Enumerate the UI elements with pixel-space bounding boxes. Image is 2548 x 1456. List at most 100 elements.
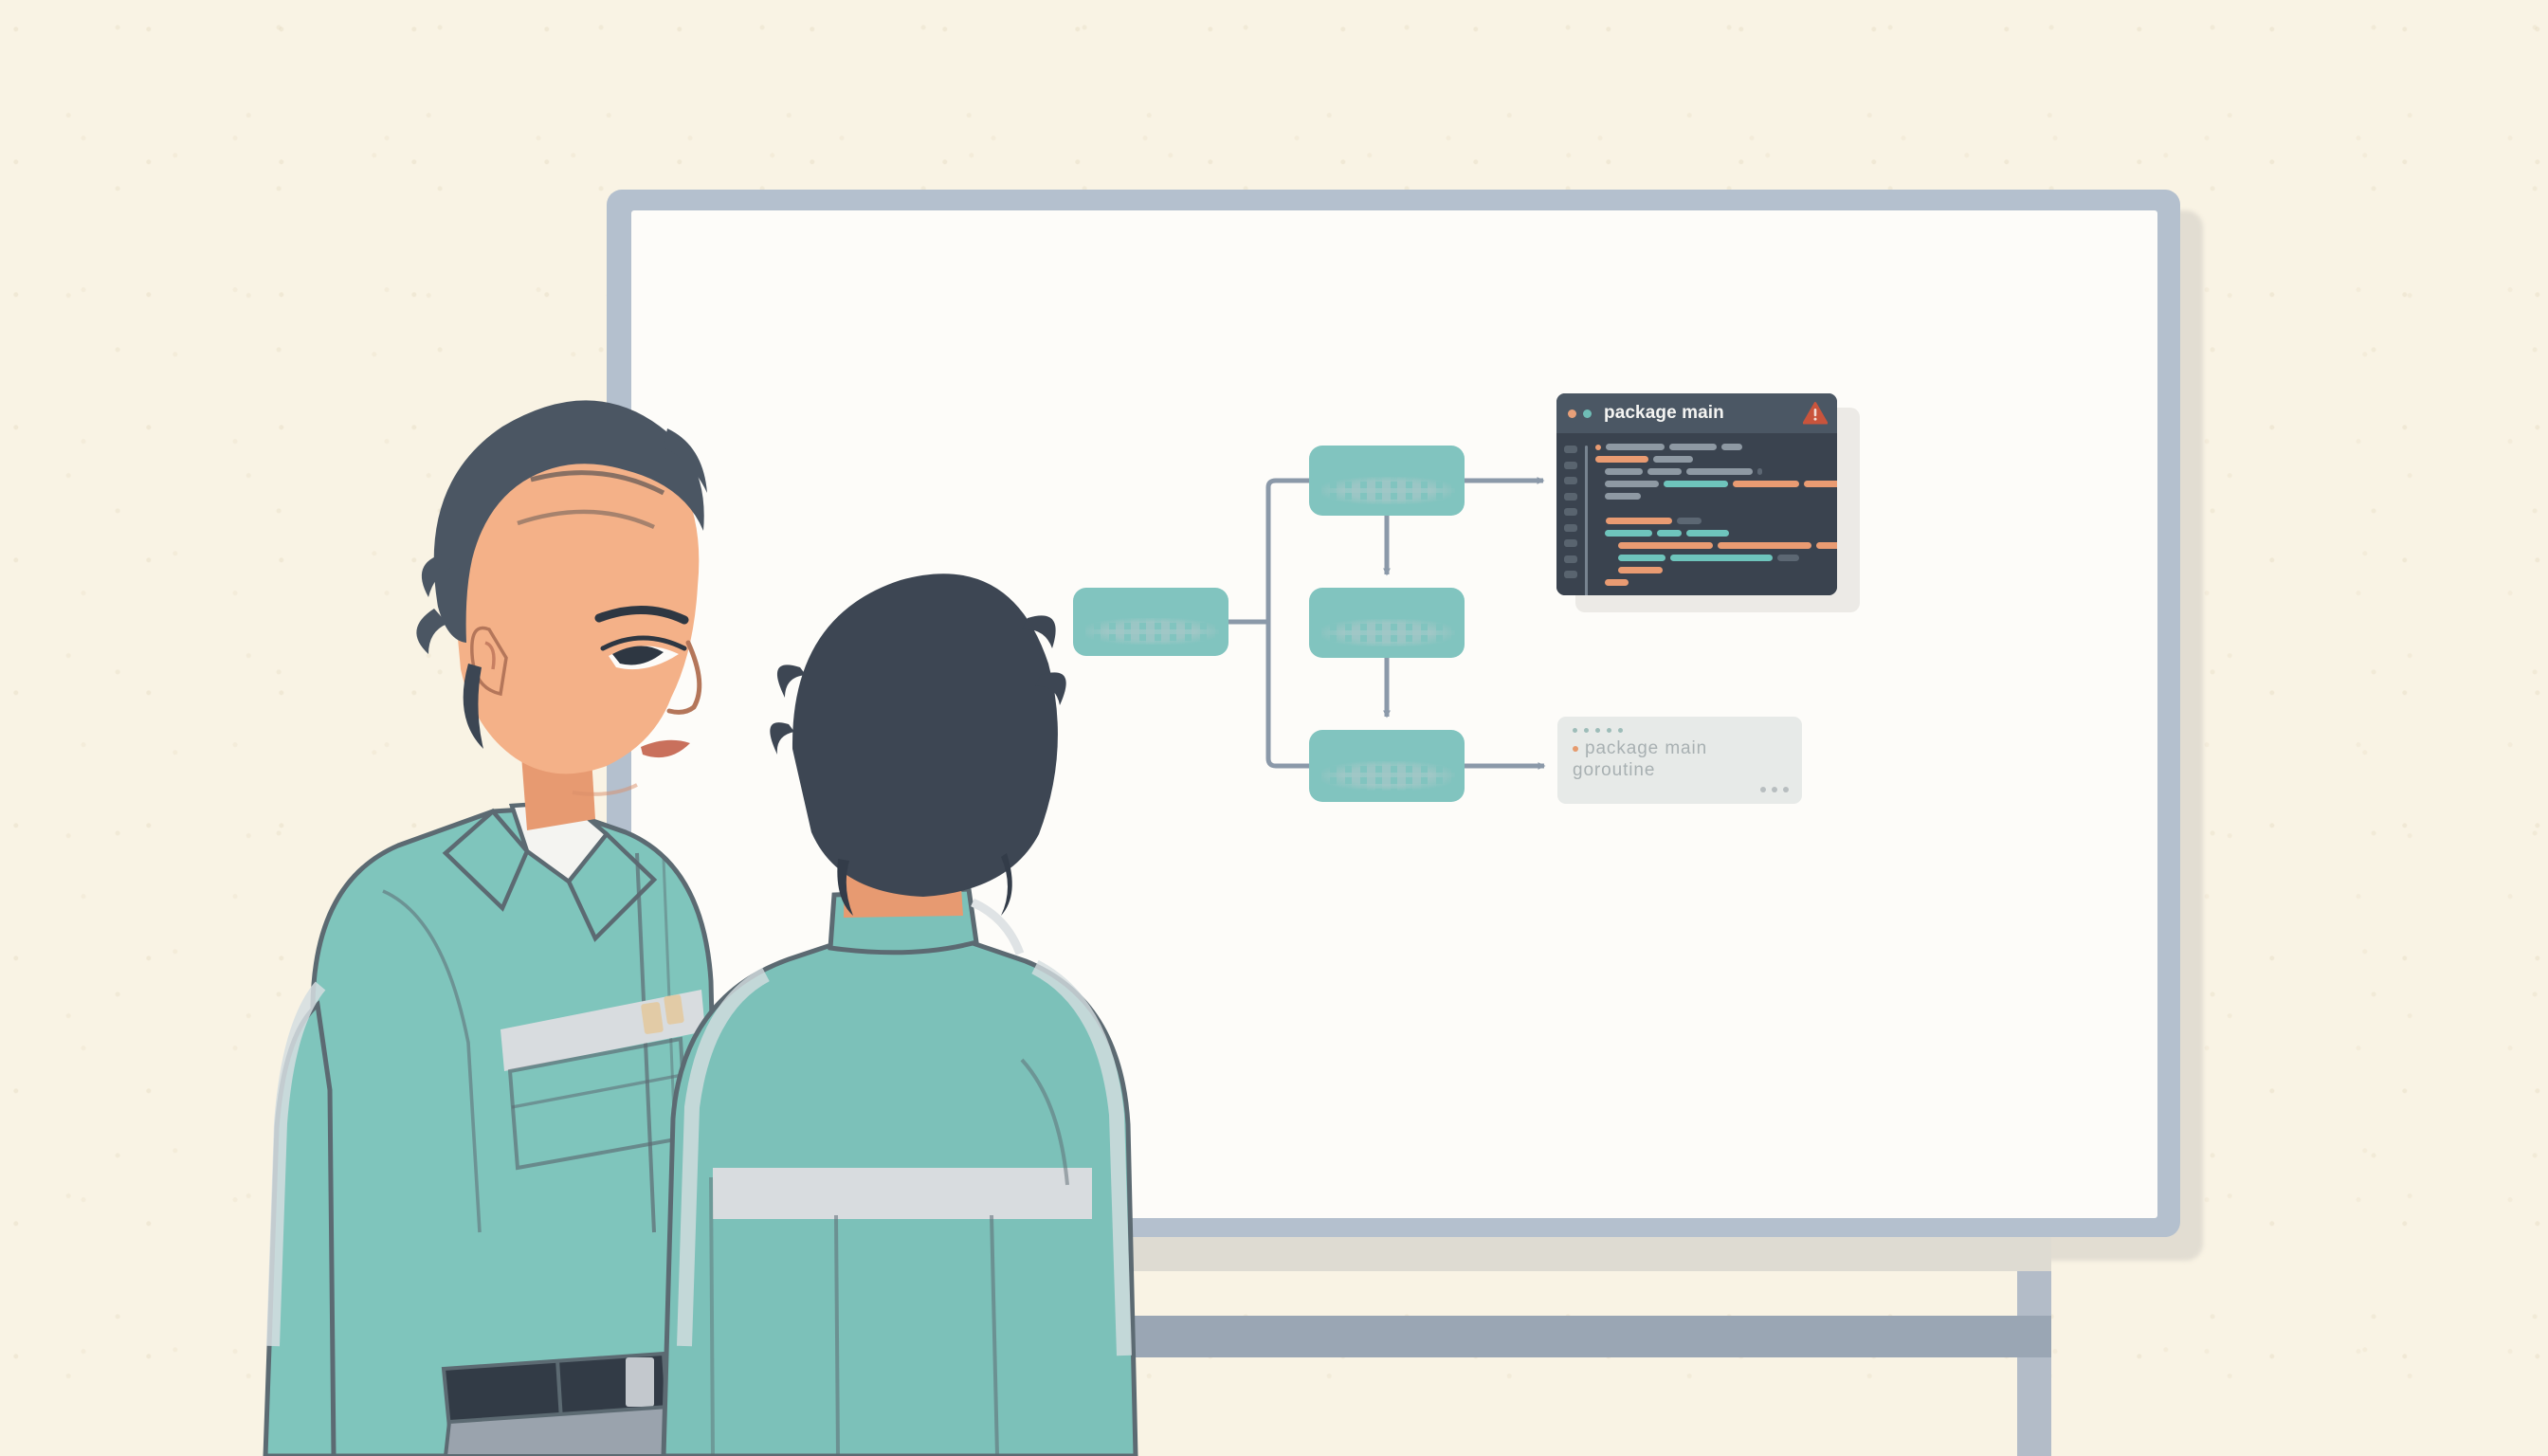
ear-inner: [484, 641, 496, 670]
gutter-line-number: [1564, 508, 1577, 516]
gutter-line-number: [1564, 555, 1577, 563]
node-scribble-text: [1321, 761, 1456, 791]
code-window[interactable]: package main: [1556, 393, 1837, 595]
code-token: [1686, 530, 1729, 537]
note-top-dot: [1584, 728, 1589, 733]
note-top-dot: [1607, 728, 1611, 733]
warning-triangle-icon[interactable]: [1803, 402, 1828, 425]
node-scribble-text: [1321, 618, 1456, 647]
code-token: [1816, 542, 1837, 549]
code-line: [1595, 515, 1837, 527]
code-token: [1718, 542, 1811, 549]
hair-wisp-2: [416, 609, 447, 654]
code-token: [1777, 555, 1799, 561]
code-token: [1618, 567, 1663, 573]
code-token: [1657, 530, 1682, 537]
flowchart-node-step1[interactable]: [1309, 446, 1465, 516]
code-token: [1804, 481, 1837, 487]
code-lines: [1595, 441, 1837, 595]
gutter-line-number: [1564, 492, 1577, 500]
code-token: [1605, 530, 1652, 537]
code-token: [1647, 468, 1682, 475]
code-line: [1595, 589, 1837, 595]
hair-wisp-1: [421, 554, 453, 597]
code-token: [1721, 444, 1742, 450]
gutter-line-number: [1564, 523, 1577, 532]
code-token-dot: [1595, 444, 1601, 450]
code-token: [1677, 518, 1702, 524]
code-line: [1595, 465, 1837, 478]
code-token: [1664, 481, 1728, 487]
gutter-line-number: [1564, 571, 1577, 578]
code-token: [1686, 468, 1753, 475]
note-line-1: package main: [1573, 738, 1787, 759]
code-window-titlebar: package main: [1556, 393, 1837, 433]
jacket-lapel-left: [442, 808, 530, 912]
code-token: [1618, 555, 1665, 561]
note-top-dot: [1595, 728, 1600, 733]
note-text-line-1: package main: [1585, 738, 1708, 758]
code-line: [1595, 478, 1837, 490]
shirt-collar: [508, 799, 610, 885]
whiteboard-tray: [628, 1237, 2051, 1271]
code-line: [1595, 490, 1837, 502]
note-ellipsis-dot: [1772, 787, 1777, 792]
code-token: [1733, 481, 1799, 487]
hair-sideburn: [463, 664, 483, 749]
flowchart-node-source[interactable]: [1073, 588, 1228, 656]
jacket-sleeve-left: [263, 1000, 337, 1456]
note-ellipsis-icon: [1760, 787, 1789, 792]
gutter-line-number: [1564, 477, 1577, 484]
code-token: [1670, 555, 1773, 561]
note-top-dot: [1573, 728, 1577, 733]
code-gutter-rule: [1585, 446, 1588, 595]
code-token: [1605, 468, 1643, 475]
note-bullet-icon: [1573, 746, 1578, 752]
gutter-line-number: [1564, 446, 1577, 453]
shoulder-seam: [382, 889, 482, 1233]
flowchart-connectors: [1228, 477, 1546, 770]
teal-dot-icon: [1583, 409, 1592, 418]
code-token: [1606, 444, 1665, 450]
code-line: [1595, 527, 1837, 539]
node-scribble-text: [1085, 617, 1220, 646]
code-line: [1595, 564, 1837, 576]
code-line: [1595, 552, 1837, 564]
note-top-dots: [1573, 728, 1787, 733]
goroutine-note-card[interactable]: package main goroutine: [1557, 717, 1802, 804]
code-token: [1757, 468, 1762, 475]
code-token: [1605, 481, 1659, 487]
note-ellipsis-dot: [1783, 787, 1789, 792]
whiteboard: package main packa: [607, 190, 2180, 1237]
note-ellipsis-dot: [1760, 787, 1766, 792]
easel-crossbar: [1134, 1316, 2051, 1357]
belt-buckle: [626, 1357, 654, 1407]
code-token: [1606, 518, 1672, 524]
orange-dot-icon: [1568, 409, 1576, 418]
code-token: [1653, 456, 1693, 463]
belt-loop: [555, 1358, 563, 1421]
code-window-body: [1556, 433, 1837, 595]
code-line: [1595, 441, 1837, 453]
node-scribble-text: [1321, 476, 1456, 505]
code-token: [1595, 456, 1648, 463]
code-line: [1595, 502, 1837, 515]
code-gutter: [1556, 441, 1585, 595]
note-top-dot: [1618, 728, 1623, 733]
gutter-line-number: [1564, 461, 1577, 469]
ear: [470, 626, 508, 697]
code-token: [1605, 579, 1629, 586]
code-line: [1595, 453, 1837, 465]
code-window-title: package main: [1604, 403, 1724, 423]
neck: [519, 726, 595, 830]
code-line: [1595, 539, 1837, 552]
note-text-line-2: goroutine: [1573, 760, 1656, 780]
code-token: [1605, 493, 1641, 500]
code-line: [1595, 576, 1837, 589]
flowchart-node-step2[interactable]: [1309, 588, 1465, 658]
code-token: [1669, 444, 1717, 450]
gutter-line-number: [1564, 539, 1577, 547]
code-token: [1618, 542, 1713, 549]
flowchart-node-step3[interactable]: [1309, 730, 1465, 802]
